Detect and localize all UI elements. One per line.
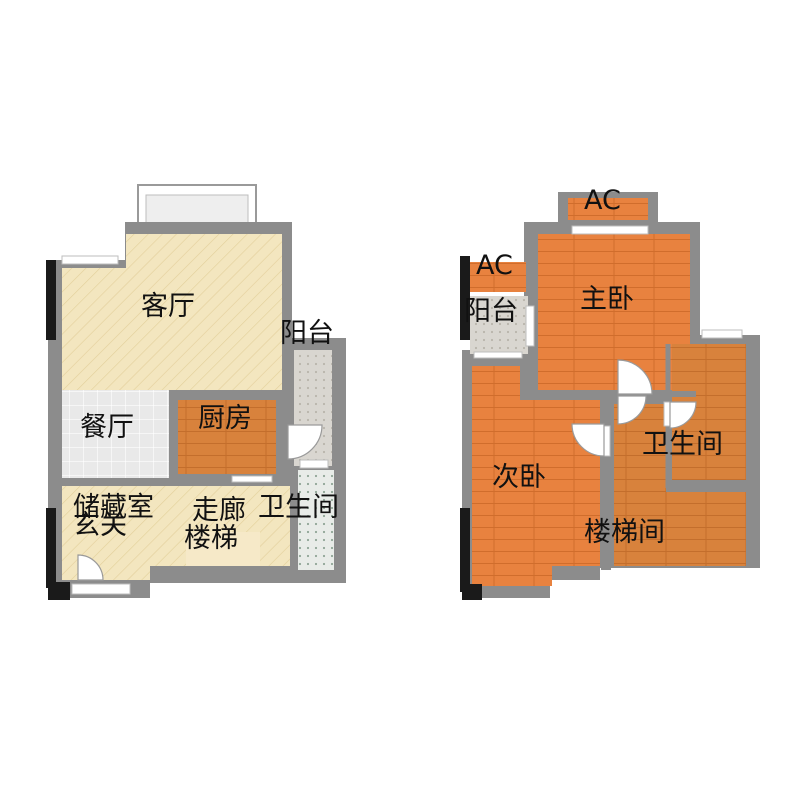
- bathroom-label: 卫生间: [258, 492, 339, 523]
- corridor-label: 走廊: [192, 495, 246, 526]
- balcony-2-floor: [470, 296, 528, 354]
- ac-top-label: AC: [584, 185, 621, 216]
- entrance-door-icon: [77, 554, 104, 581]
- second-bedroom-label: 次卧: [492, 462, 546, 493]
- stairwell-floor: [614, 404, 746, 566]
- balcony-label: 阳台: [280, 318, 334, 349]
- master-bedroom-floor: [538, 234, 690, 390]
- dining-room-floor: [62, 390, 172, 478]
- living-room-label: 客厅: [141, 291, 195, 322]
- stair-door-icon: [617, 395, 647, 425]
- bathroom-floor: [298, 470, 334, 570]
- ac-top-platform: [568, 198, 648, 220]
- living-room-floor: [62, 234, 282, 390]
- floor-2: [460, 192, 760, 600]
- kitchen-floor: [178, 400, 276, 474]
- storage-room-label: 储藏室: [73, 492, 154, 523]
- entrance-label: 玄关: [73, 510, 127, 541]
- floor-1: [46, 184, 346, 600]
- balcony-door-icon: [287, 424, 323, 460]
- ac-left-platform: [470, 262, 526, 292]
- master-bedroom-label: 主卧: [580, 284, 634, 315]
- bathroom-2-label: 卫生间: [642, 429, 723, 460]
- bedroom-door-icon: [571, 423, 605, 457]
- stairs-floor: [186, 532, 260, 566]
- ac-left-label: AC: [476, 250, 513, 281]
- bathroom-door-icon: [669, 401, 697, 429]
- dining-room-label: 餐厅: [80, 412, 134, 443]
- balcony-2-label: 阳台: [464, 296, 518, 327]
- stairwell-label: 楼梯间: [584, 517, 665, 548]
- second-bedroom-floor: [472, 366, 600, 586]
- stairs-label: 楼梯: [184, 523, 238, 554]
- master-door-icon: [617, 359, 653, 395]
- kitchen-label: 厨房: [198, 403, 252, 434]
